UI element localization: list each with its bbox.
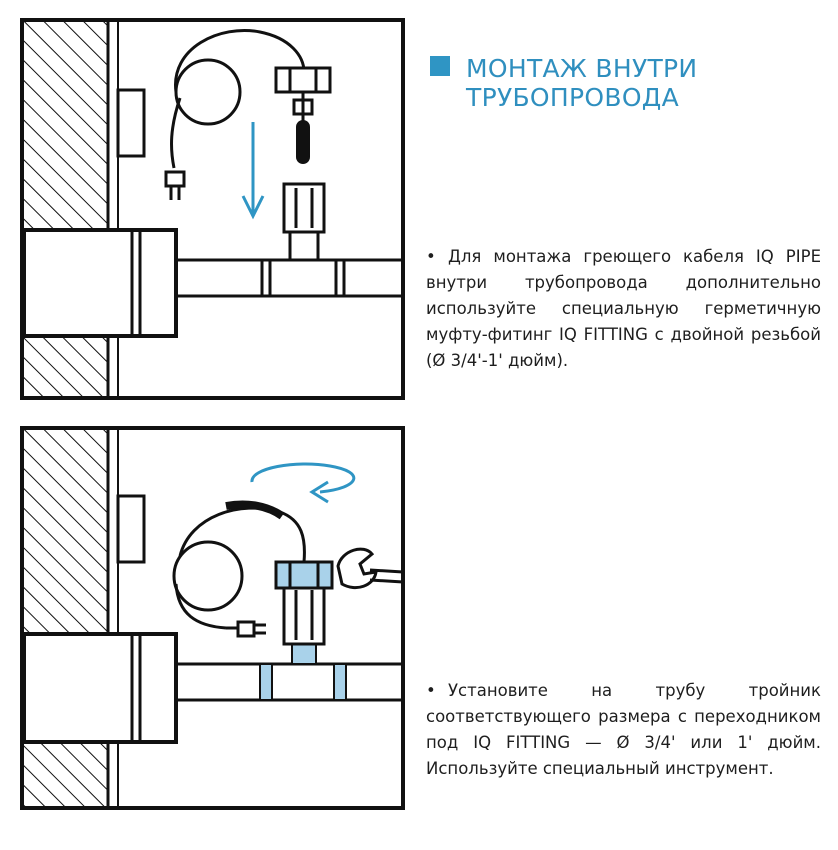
junction-box xyxy=(116,88,146,158)
illustration-step-2 xyxy=(20,426,405,810)
cable-end xyxy=(296,120,310,164)
plug-icon xyxy=(164,170,186,200)
illustration-step-1 xyxy=(20,18,405,400)
junction-box xyxy=(116,494,146,564)
bullet: • xyxy=(426,681,436,700)
down-arrow-icon xyxy=(241,122,265,220)
bullet: • xyxy=(426,247,436,266)
plug-icon xyxy=(226,620,266,638)
pipe-wall-section xyxy=(22,228,178,338)
diagram-cable-coil-and-fitting xyxy=(20,18,405,400)
iq-fitting xyxy=(282,584,326,646)
note-text: Для монтажа греющего кабеля IQ PIPE внут… xyxy=(426,247,821,370)
cable-coil xyxy=(172,540,244,612)
wrench-icon xyxy=(336,547,404,589)
pipe-wall-section xyxy=(22,632,178,744)
heading-marker xyxy=(430,56,450,76)
fitting-nut xyxy=(274,560,334,590)
tee-adapter xyxy=(282,182,326,234)
rotate-arrow-icon xyxy=(250,462,356,504)
diagram-tee-installation xyxy=(20,426,405,810)
heading-title: МОНТАЖ ВНУТРИ ТРУБОПРОВОДА xyxy=(466,54,698,112)
note-step-2: •Установите на трубу тройник соответству… xyxy=(426,678,821,782)
wall-hatch xyxy=(24,22,108,396)
note-text: Установите на трубу тройник соответствую… xyxy=(426,681,821,778)
note-step-1: •Для монтажа греющего кабеля IQ PIPE вну… xyxy=(426,244,821,374)
iq-fitting xyxy=(274,66,332,164)
wall-hatch xyxy=(24,430,108,806)
